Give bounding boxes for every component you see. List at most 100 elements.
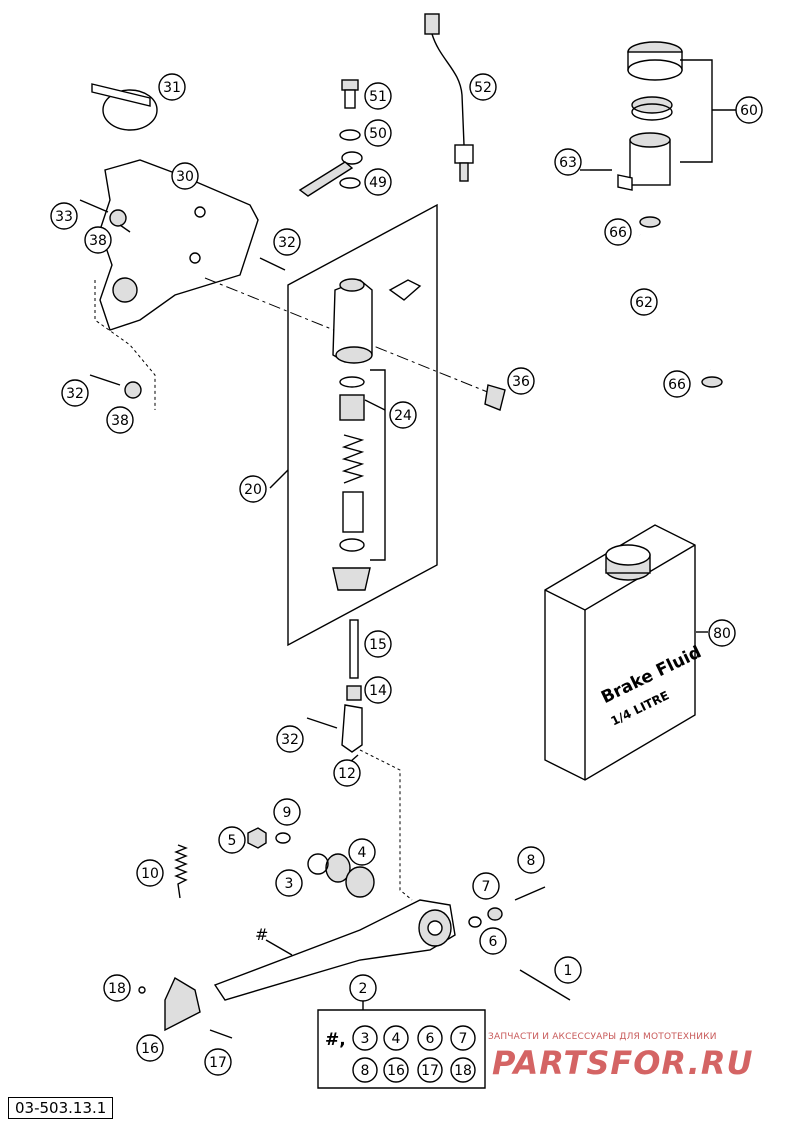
callout-8: 8 xyxy=(517,846,545,874)
brake-fluid-bottle xyxy=(544,524,696,781)
kit-part-18: 18 xyxy=(454,1063,472,1079)
pedal-link-dotted xyxy=(359,749,413,901)
callout-30: 30 xyxy=(171,162,199,190)
cable-tie-part xyxy=(91,83,158,131)
svg-text:52: 52 xyxy=(474,80,492,96)
repair-kit-bracket xyxy=(370,369,386,561)
callout-5: 5 xyxy=(218,826,246,854)
callout-10: 10 xyxy=(136,859,164,887)
banjo-bolt-part xyxy=(341,79,359,109)
bolt-32-upper-part xyxy=(259,257,286,271)
svg-text:16: 16 xyxy=(141,1041,159,1057)
kit-part-17: 17 xyxy=(421,1063,439,1079)
svg-text:51: 51 xyxy=(369,89,387,105)
callout-12: 12 xyxy=(333,759,361,787)
svg-text:36: 36 xyxy=(512,374,530,390)
kit-part-16: 16 xyxy=(387,1063,405,1079)
callout-51: 51 xyxy=(364,82,392,110)
svg-text:15: 15 xyxy=(369,637,387,653)
pedal-tip-part xyxy=(138,976,233,1039)
kit-parts-list: 3 4 6 7 8 16 17 18 xyxy=(352,1025,476,1083)
kit-part-8: 8 xyxy=(361,1063,370,1079)
svg-text:32: 32 xyxy=(66,386,84,402)
hose-part xyxy=(636,216,723,388)
svg-text:7: 7 xyxy=(482,879,491,895)
bolt-33-part xyxy=(79,199,127,227)
svg-text:14: 14 xyxy=(369,683,387,699)
svg-text:10: 10 xyxy=(141,866,159,882)
svg-text:5: 5 xyxy=(228,833,237,849)
push-rod-part xyxy=(306,619,363,753)
kit-part-6: 6 xyxy=(426,1031,435,1047)
svg-text:32: 32 xyxy=(278,235,296,251)
kit-part-3: 3 xyxy=(361,1031,370,1047)
svg-text:31: 31 xyxy=(163,80,181,96)
svg-text:62: 62 xyxy=(635,295,653,311)
callout-62: 62 xyxy=(630,288,658,316)
svg-text:3: 3 xyxy=(285,876,294,892)
pedal-marker-leader xyxy=(265,939,293,956)
svg-text:30: 30 xyxy=(176,169,194,185)
callout-7: 7 xyxy=(472,872,500,900)
callout-52: 52 xyxy=(469,73,497,101)
brake-pedal-part xyxy=(213,899,456,1001)
callout-32: 32 xyxy=(276,725,304,753)
callout-32: 32 xyxy=(273,228,301,256)
svg-text:50: 50 xyxy=(369,126,387,142)
callout-2: 2 xyxy=(349,974,377,1002)
kit-prefix-label: #, xyxy=(325,1030,346,1050)
callout-3: 3 xyxy=(275,869,303,897)
callout-14: 14 xyxy=(364,676,392,704)
kit-part-7: 7 xyxy=(459,1031,468,1047)
callout-20: 20 xyxy=(239,475,267,503)
master-cylinder-part xyxy=(332,278,422,364)
callout-15: 15 xyxy=(364,630,392,658)
svg-text:66: 66 xyxy=(668,377,686,393)
brake-switch-part xyxy=(424,13,474,182)
watermark-tagline: ЗАПЧАСТИ И АКСЕССУАРЫ ДЛЯ МОТОТЕХНИКИ xyxy=(488,1032,717,1042)
svg-text:17: 17 xyxy=(209,1055,227,1071)
callout-50: 50 xyxy=(364,119,392,147)
kit-part-4: 4 xyxy=(392,1031,401,1047)
svg-text:32: 32 xyxy=(281,732,299,748)
svg-text:80: 80 xyxy=(713,626,731,642)
callout-49: 49 xyxy=(364,168,392,196)
callout-32: 32 xyxy=(61,379,89,407)
bolt-32-lower-part xyxy=(89,374,142,399)
callout-17: 17 xyxy=(204,1048,232,1076)
callout-66: 66 xyxy=(604,218,632,246)
pedal-bolt-part xyxy=(468,886,571,1001)
svg-text:18: 18 xyxy=(108,981,126,997)
callout-31: 31 xyxy=(158,73,186,101)
svg-text:60: 60 xyxy=(740,103,758,119)
callout-4: 4 xyxy=(348,838,376,866)
svg-text:38: 38 xyxy=(111,413,129,429)
svg-text:66: 66 xyxy=(609,225,627,241)
diagram-code: 03-503.13.1 xyxy=(8,1097,114,1119)
callout-1: 1 xyxy=(554,956,582,984)
callout-9: 9 xyxy=(273,798,301,826)
svg-text:2: 2 xyxy=(359,981,368,997)
bushing-part xyxy=(247,827,375,898)
nut-36-part xyxy=(484,384,506,411)
callout-24: 24 xyxy=(389,401,417,429)
reservoir-part xyxy=(617,41,683,191)
cylinder-internals-part xyxy=(332,376,371,591)
callout-38: 38 xyxy=(106,406,134,434)
callout-36: 36 xyxy=(507,367,535,395)
svg-text:12: 12 xyxy=(338,766,356,782)
callout-38: 38 xyxy=(84,226,112,254)
return-spring-part xyxy=(174,844,188,899)
banjo-fitting-part xyxy=(298,129,363,197)
svg-text:4: 4 xyxy=(358,845,367,861)
watermark-logo: PARTSFOR.RU xyxy=(492,1044,754,1082)
svg-text:6: 6 xyxy=(489,934,498,950)
svg-text:20: 20 xyxy=(244,482,262,498)
svg-text:24: 24 xyxy=(394,408,412,424)
callout-33: 33 xyxy=(50,202,78,230)
callout-80: 80 xyxy=(708,619,736,647)
svg-text:49: 49 xyxy=(369,175,387,191)
svg-text:63: 63 xyxy=(559,155,577,171)
svg-text:33: 33 xyxy=(55,209,73,225)
